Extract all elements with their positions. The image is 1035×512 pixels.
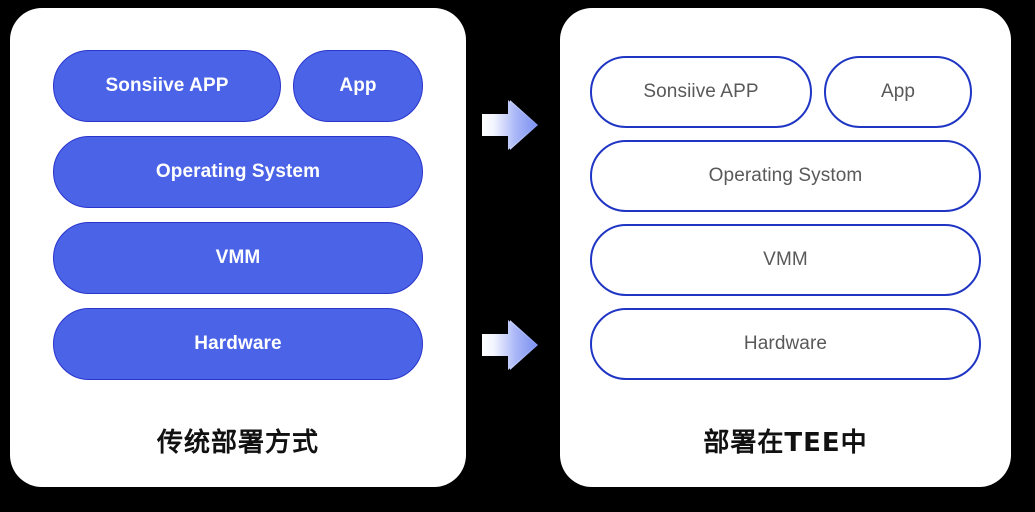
layer-pill-operating-system[interactable]: Operating System bbox=[53, 136, 423, 208]
layer-pill-hardware[interactable]: Hardware bbox=[590, 308, 981, 380]
panel-tee-deployment: Sonsiive APP App Operating Systom VMM Ha… bbox=[560, 8, 1011, 487]
layer-label: VMM bbox=[215, 247, 261, 268]
layer-label: Sonsiive APP bbox=[105, 75, 229, 96]
panel-traditional-deployment: Sonsiive APP App Operating System VMM Ha… bbox=[10, 8, 466, 487]
panel-caption-traditional: 传统部署方式 bbox=[156, 428, 319, 458]
layer-stack-tee: Sonsiive APP App Operating Systom VMM Ha… bbox=[560, 56, 1011, 392]
layer-pill-sonsiive-app[interactable]: Sonsiive APP bbox=[590, 56, 812, 128]
layer-row-vmm: VMM bbox=[590, 224, 981, 308]
layer-row-vmm: VMM bbox=[53, 222, 423, 308]
layer-stack-traditional: Sonsiive APP App Operating System VMM Ha… bbox=[10, 50, 466, 394]
layer-pill-operating-system[interactable]: Operating Systom bbox=[590, 140, 981, 212]
layer-row-operating-system: Operating Systom bbox=[590, 140, 981, 224]
panel-caption-tee: 部署在TEE中 bbox=[703, 428, 868, 458]
layer-label: App bbox=[339, 75, 377, 96]
double-chevron-arrow-right-icon-top bbox=[482, 92, 560, 158]
layer-pill-app[interactable]: App bbox=[293, 50, 423, 122]
layer-pill-vmm[interactable]: VMM bbox=[53, 222, 423, 294]
layer-pill-app[interactable]: App bbox=[824, 56, 972, 128]
layer-label: VMM bbox=[763, 249, 808, 270]
layer-row-hardware: Hardware bbox=[590, 308, 981, 392]
layer-label: Operating System bbox=[155, 161, 321, 182]
layer-row-operating-system: Operating System bbox=[53, 136, 423, 222]
double-chevron-arrow-right-icon-bottom bbox=[482, 312, 560, 378]
layer-label: Hardware bbox=[743, 333, 828, 354]
layer-pill-vmm[interactable]: VMM bbox=[590, 224, 981, 296]
layer-row-applications: Sonsiive APP App bbox=[590, 56, 981, 140]
layer-label: Hardware bbox=[194, 333, 282, 354]
layer-label: Sonsiive APP bbox=[643, 81, 759, 102]
layer-label: Operating Systom bbox=[708, 165, 863, 186]
layer-pill-hardware[interactable]: Hardware bbox=[53, 308, 423, 380]
layer-row-hardware: Hardware bbox=[53, 308, 423, 394]
layer-row-applications: Sonsiive APP App bbox=[53, 50, 423, 136]
layer-label: App bbox=[880, 81, 916, 102]
layer-pill-sonsiive-app[interactable]: Sonsiive APP bbox=[53, 50, 281, 122]
